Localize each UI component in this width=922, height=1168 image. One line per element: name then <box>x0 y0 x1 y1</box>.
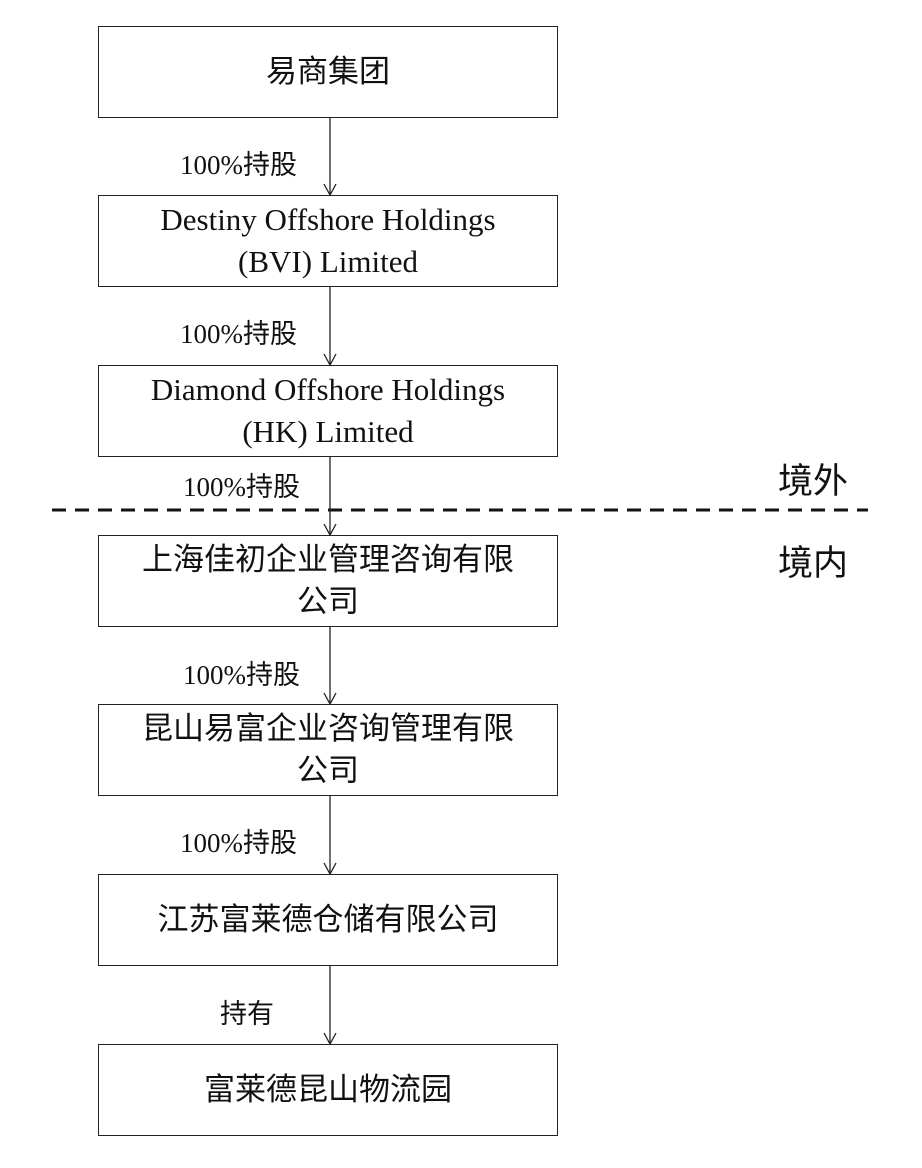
edge-label: 100%持股 <box>183 660 300 690</box>
edge-label: 100%持股 <box>180 828 297 858</box>
node-line: 江苏富莱德仓储有限公司 <box>157 902 499 937</box>
node-line: Destiny Offshore Holdings <box>160 202 496 237</box>
node-line: Diamond Offshore Holdings <box>150 372 506 407</box>
edge-label: 100%持股 <box>180 150 297 180</box>
node-line: 昆山易富企业咨询管理有限 <box>142 711 514 746</box>
node-line: 公司 <box>297 753 359 788</box>
region-label-onshore: 境内 <box>778 544 849 583</box>
node-diamond-hk: Diamond Offshore Holdings (HK) Limited <box>98 365 558 457</box>
node-line: 公司 <box>297 584 359 619</box>
node-line: 上海佳初企业管理咨询有限 <box>142 542 514 577</box>
region-label-offshore: 境外 <box>778 462 849 501</box>
edge-label: 100%持股 <box>180 319 297 349</box>
node-destiny-bvi: Destiny Offshore Holdings (BVI) Limited <box>98 195 558 287</box>
edge-label: 100%持股 <box>183 472 300 502</box>
node-yishang-group: 易商集团 <box>98 26 558 118</box>
node-line: 富莱德昆山物流园 <box>204 1072 452 1107</box>
node-shanghai-jiachu: 上海佳初企业管理咨询有限 公司 <box>98 535 558 627</box>
node-line: (BVI) Limited <box>238 244 418 279</box>
edge-label: 持有 <box>220 999 274 1029</box>
node-line: 易商集团 <box>266 54 390 89</box>
node-jiangsu-fulaide: 江苏富莱德仓储有限公司 <box>98 874 558 966</box>
node-kunshan-yifu: 昆山易富企业咨询管理有限 公司 <box>98 704 558 796</box>
node-line: (HK) Limited <box>242 414 414 449</box>
node-kunshan-logistics-park: 富莱德昆山物流园 <box>98 1044 558 1136</box>
